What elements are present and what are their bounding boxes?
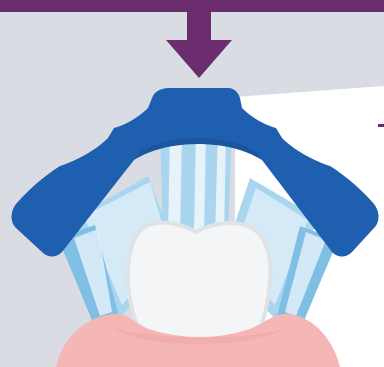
down-arrow-icon: [166, 8, 232, 78]
tooth-icon: [128, 223, 270, 342]
right-edge-mark: [378, 124, 384, 127]
